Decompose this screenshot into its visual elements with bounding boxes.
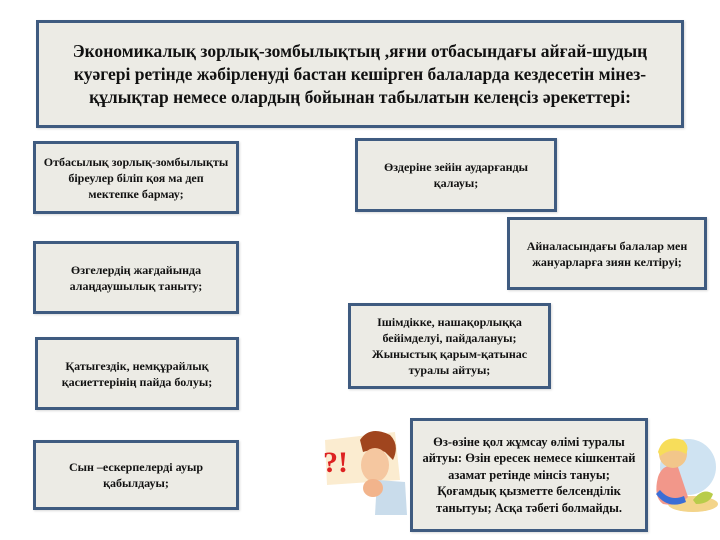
thinking-man-icon: ?! [323,431,407,515]
title-box: Экономикалық зорлық-зомбылықтың ,яғни от… [36,20,684,128]
box-text: Өздеріне зейін аударғанды қалауы; [383,160,529,190]
behavior-box-criticism: Сын –ескерпелерді ауыр қабылдауы; [33,440,239,510]
behavior-box-suicide: Өз-өзіне қол жұмсау өлімі туралы айтуы: … [410,418,648,532]
box-text: Сын –ескерпелерді ауыр қабылдауы; [68,460,203,490]
behavior-box-anxiety: Өзгелердің жағдайында алаңдаушылық таныт… [33,241,239,314]
box-text: Айналасындағы балалар мен жануарларға зи… [526,238,688,269]
box-text: Өз-өзіне қол жұмсау өлімі туралы айтуы: … [422,434,636,515]
behavior-box-seek-attention: Өздеріне зейін аударғанды қалауы; [355,138,557,212]
box-text: Отбасылық зорлық-зомбылықты біреулер біл… [43,154,229,201]
box-text: Қатыгездік, немқұрайлық қасиеттерінің па… [61,358,213,389]
behavior-box-skip-school: Отбасылық зорлық-зомбылықты біреулер біл… [33,141,239,214]
box-text: Ішімдікке, нашақорлыққа бейімделуі, пайд… [371,315,528,377]
child-beach-icon [656,438,718,512]
behavior-box-substance: Ішімдікке, нашақорлыққа бейімделуі, пайд… [348,303,551,389]
svg-text:?!: ?! [323,446,348,479]
title-text: Экономикалық зорлық-зомбылықтың ,яғни от… [72,40,648,107]
box-text: Өзгелердің жағдайында алаңдаушылық таныт… [69,262,203,293]
behavior-box-harm-others: Айналасындағы балалар мен жануарларға зи… [507,217,707,290]
behavior-box-cruelty: Қатыгездік, немқұрайлық қасиеттерінің па… [35,337,239,410]
